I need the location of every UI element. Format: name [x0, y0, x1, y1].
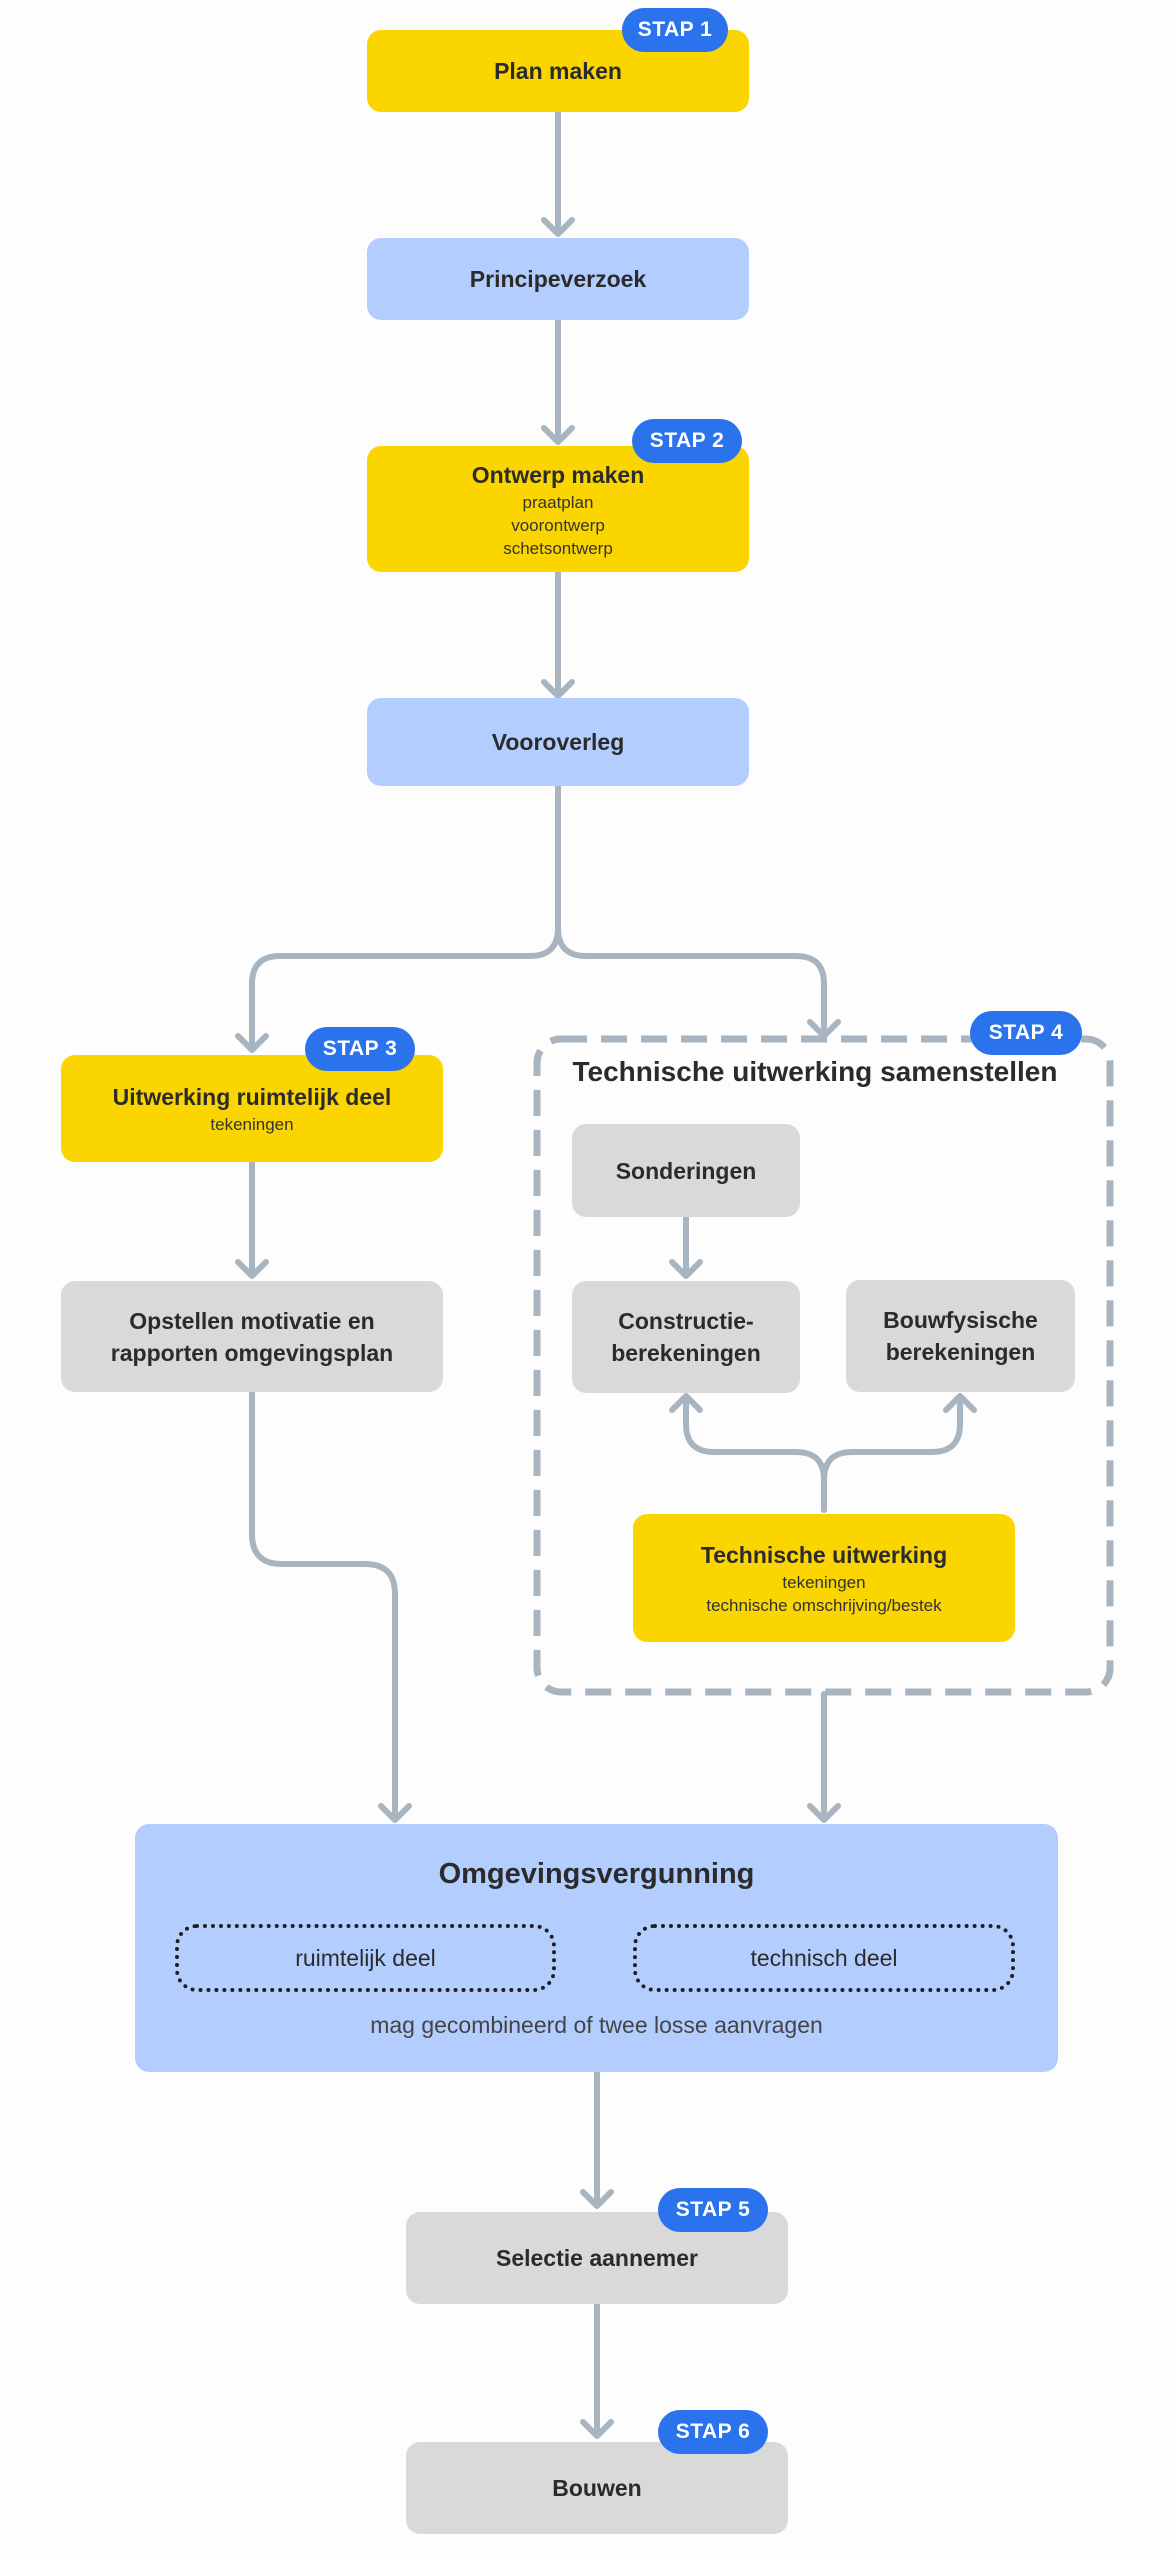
arrow-uitwerking-to-opstellen	[235, 1159, 269, 1279]
node-title: Ontwerp maken	[471, 461, 645, 488]
node-title: Omgevingsvergunning	[438, 1858, 755, 1890]
arrow-plan-to-principeverzoek	[541, 109, 575, 237]
node-title: Selectie aannemer	[495, 2245, 698, 2271]
node-line: Constructie-	[618, 1308, 754, 1334]
node-line: schetsontwerp	[503, 538, 613, 558]
arrow-vooroverleg-to-stap4	[555, 925, 841, 1039]
node-line: praatplan	[522, 492, 594, 512]
badge-stap-2: STAP 2	[632, 419, 742, 463]
badge-stap-1: STAP 1	[622, 8, 728, 52]
node-sub: tekeningen	[210, 1115, 294, 1134]
node-line: technische omschrijving/bestek	[706, 1596, 942, 1615]
node-line: voorontwerp	[511, 515, 605, 535]
node-uitwerking-ruimtelijk: Uitwerking ruimtelijk deel tekeningen	[61, 1055, 443, 1162]
node-technische-uitwerking: Technische uitwerking tekeningen technis…	[633, 1514, 1015, 1642]
node-constructie: Constructie- berekeningen	[572, 1281, 800, 1393]
node-line: Bouwfysische	[883, 1307, 1038, 1333]
node-sonderingen: Sonderingen	[572, 1124, 800, 1217]
badge-stap-3: STAP 3	[305, 1027, 415, 1071]
arrow-vergunning-to-selectie	[580, 2069, 614, 2209]
node-title: Principeverzoek	[469, 266, 647, 292]
node-title: Plan maken	[494, 58, 622, 84]
node-line: berekeningen	[611, 1340, 761, 1366]
badge-stap-4: STAP 4	[970, 1011, 1082, 1055]
arrow-principeverzoek-to-ontwerp	[541, 317, 575, 445]
arrow-techuitwerking-to-constructie	[669, 1393, 827, 1513]
vergunning-note: mag gecombineerd of twee losse aanvragen	[370, 2012, 823, 2038]
node-line: berekeningen	[885, 1339, 1036, 1365]
node-line: Opstellen motivatie en	[129, 1307, 375, 1334]
node-principeverzoek: Principeverzoek	[367, 238, 749, 320]
node-ontwerp-maken: Ontwerp maken praatplan voorontwerp sche…	[367, 446, 749, 572]
arrow-vooroverleg-to-stap3	[235, 783, 561, 1053]
node-title: Bouwen	[552, 2475, 642, 2501]
node-line: tekeningen	[782, 1573, 866, 1592]
arrow-opstellen-to-vergunning	[249, 1389, 412, 1823]
vergunning-part-ruimtelijk: ruimtelijk deel	[175, 1924, 556, 1992]
vergunning-part-technisch: technisch deel	[633, 1924, 1015, 1992]
node-bouwfysisch: Bouwfysische berekeningen	[846, 1280, 1075, 1392]
node-title: Sonderingen	[615, 1157, 757, 1184]
technische-groep-title: Technische uitwerking samenstellen	[572, 1056, 1058, 1087]
arrow-ontwerp-to-vooroverleg	[541, 569, 575, 699]
node-title: Technische uitwerking	[700, 1542, 948, 1568]
arrow-groep-to-vergunning	[807, 1691, 841, 1823]
node-opstellen-motivatie: Opstellen motivatie en rapporten omgevin…	[61, 1281, 443, 1392]
node-omgevingsvergunning: Omgevingsvergunning	[135, 1824, 1058, 2072]
technische-groep-border	[533, 1035, 1114, 1696]
badge-stap-6: STAP 6	[658, 2410, 768, 2454]
node-title: Uitwerking ruimtelijk deel	[112, 1084, 392, 1110]
arrow-techuitwerking-to-bouwfysisch	[821, 1393, 977, 1483]
node-line: rapporten omgevingsplan	[110, 1339, 394, 1366]
node-vooroverleg: Vooroverleg	[367, 698, 749, 786]
node-bouwen: Bouwen	[406, 2442, 788, 2534]
arrow-sonderingen-to-constructie	[669, 1215, 703, 1279]
arrow-selectie-to-bouwen	[580, 2301, 614, 2439]
badge-stap-5: STAP 5	[658, 2188, 768, 2232]
node-title: Vooroverleg	[491, 729, 625, 755]
